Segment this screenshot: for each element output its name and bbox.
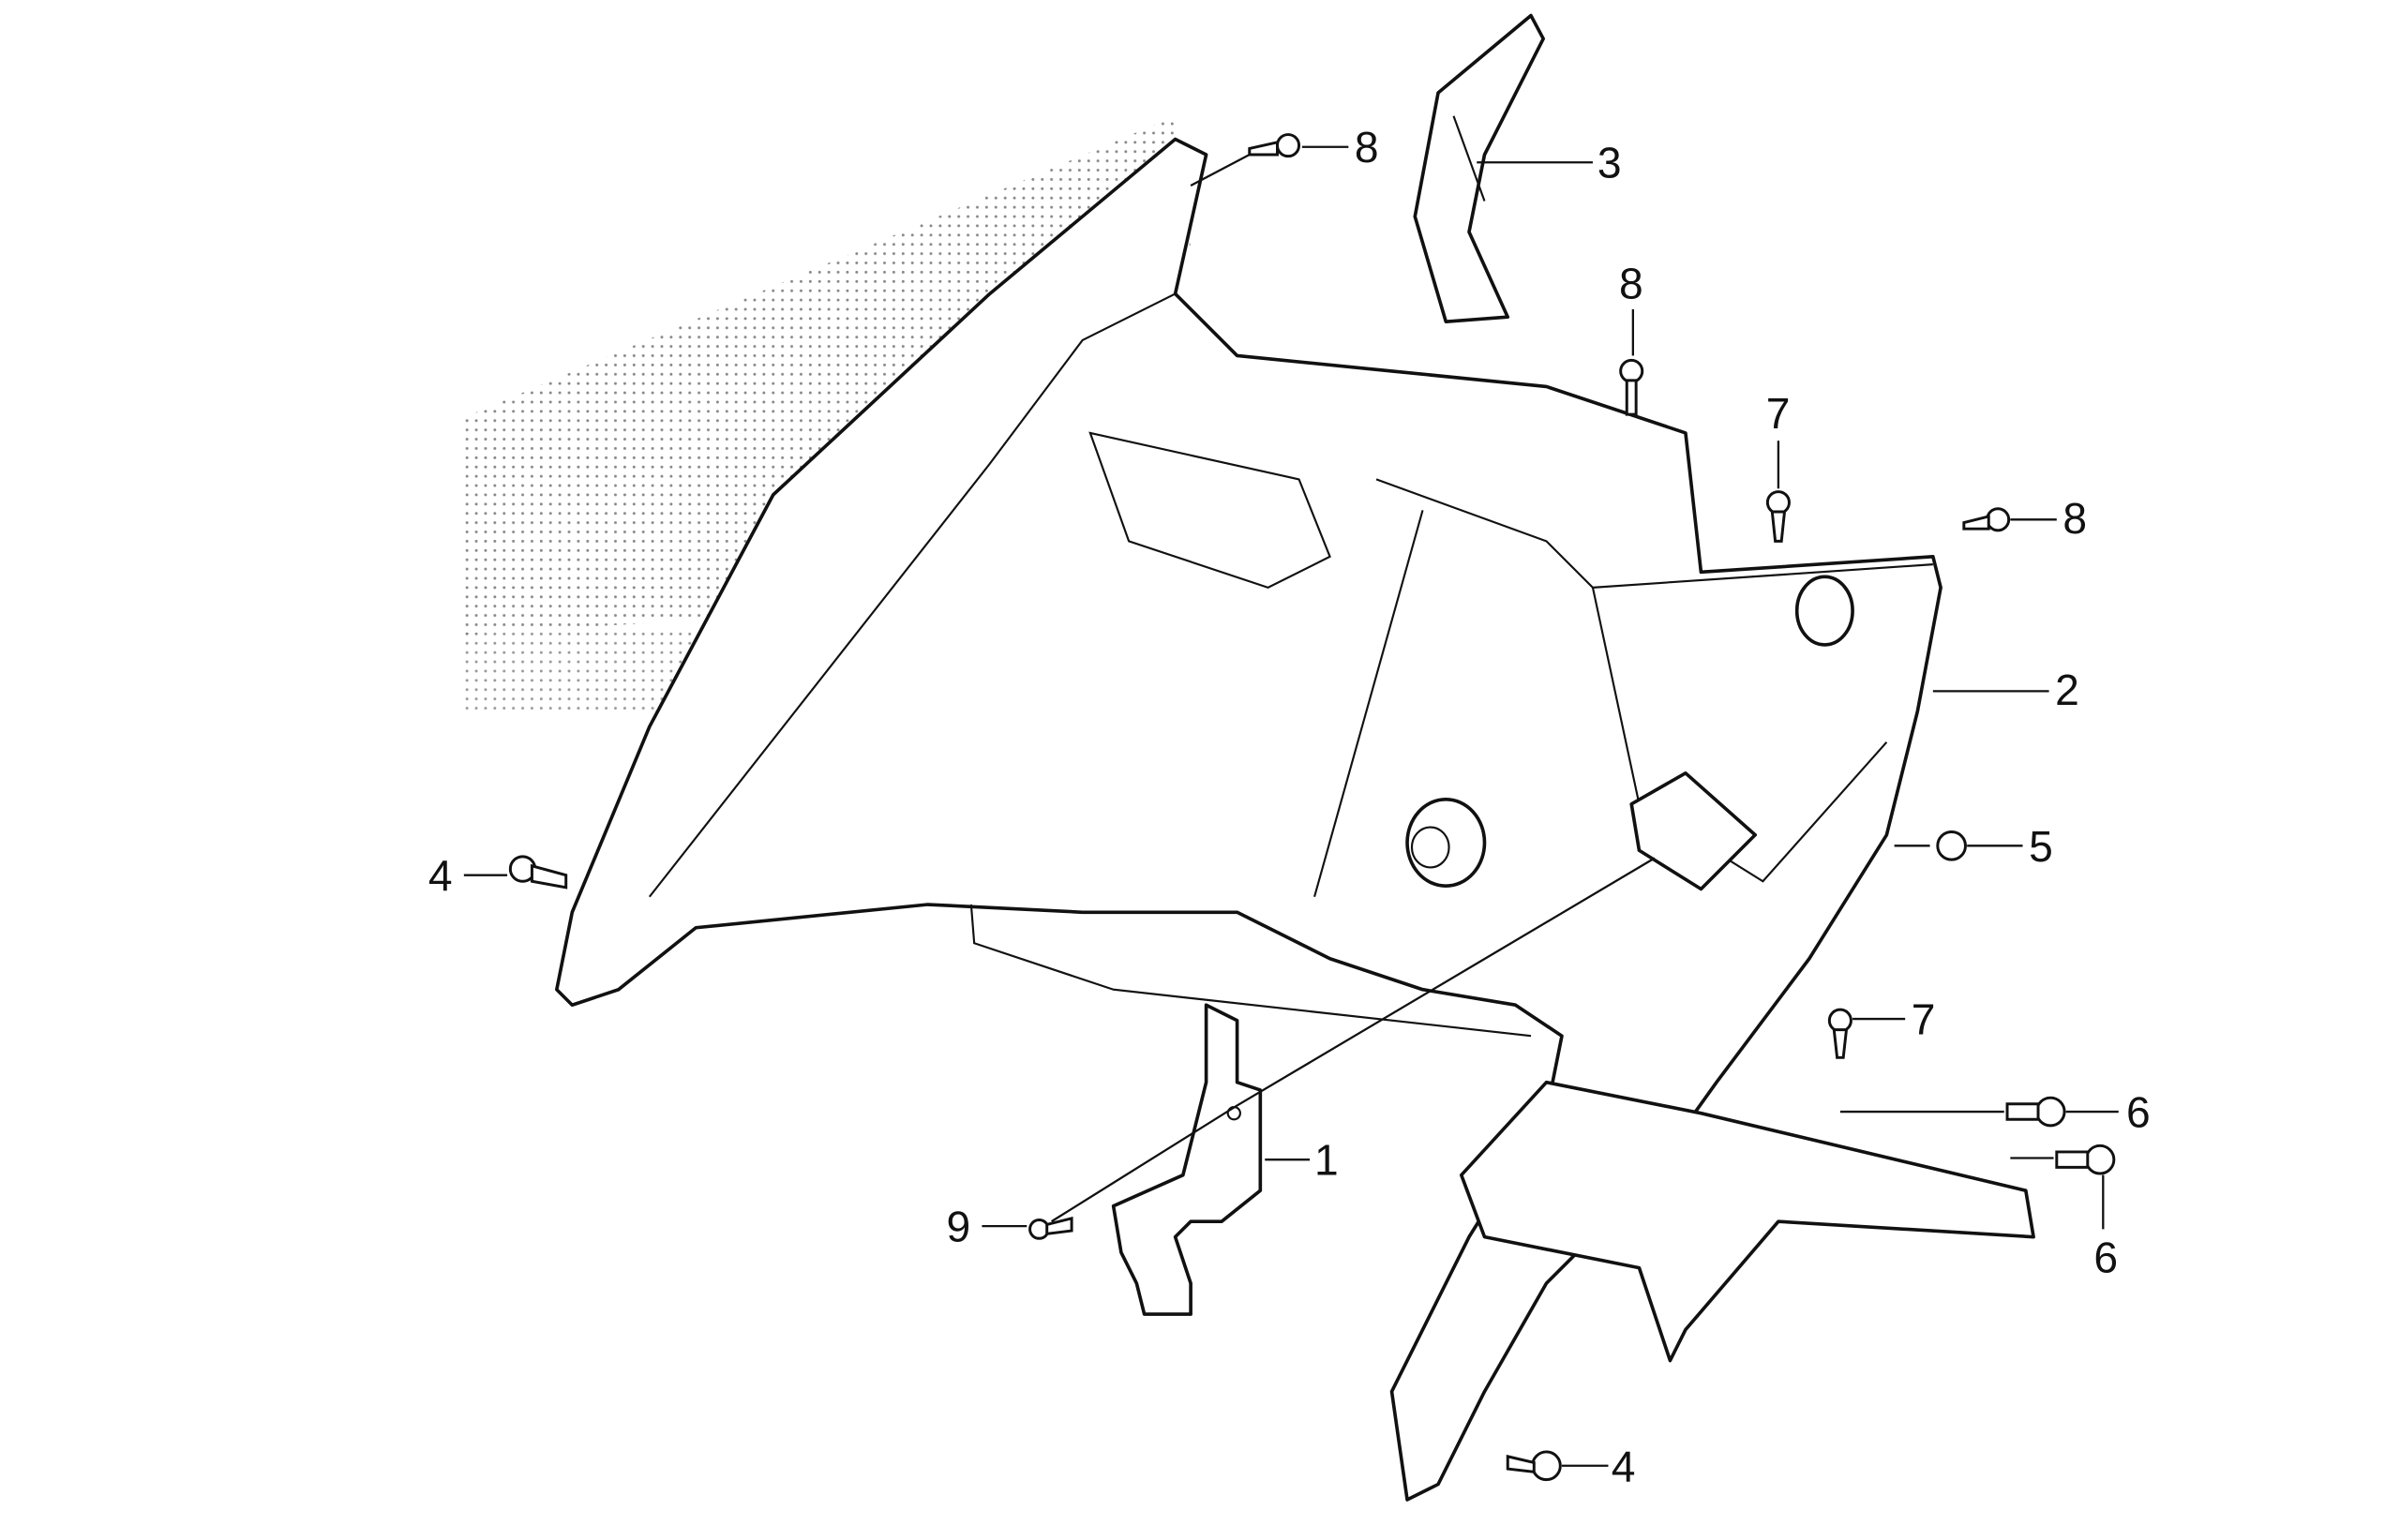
callout-3: 3 [1598,139,1622,187]
bolt-6b-icon [2084,1144,2116,1175]
callout-4: 4 [428,851,453,900]
bolt-6a-icon [2034,1096,2066,1128]
screw-8c-icon [1986,507,2011,532]
callout-9: 9 [946,1203,970,1251]
callout-6: 6 [2093,1233,2118,1282]
callout-4: 4 [1612,1442,1636,1490]
clip-7a-icon [1765,490,1791,516]
callout-2: 2 [2055,665,2079,714]
callout-5: 5 [2029,822,2053,871]
nut-5-icon [1936,830,1967,861]
callout-6: 6 [2126,1088,2151,1137]
part-1-bracket [1111,1003,1263,1316]
part-2-inner-cover [554,137,2035,1502]
screw-8b-icon [1619,358,1644,383]
leader-lines [463,145,2119,1467]
screw-8a-icon [1275,133,1301,158]
callout-7: 7 [1766,389,1791,438]
bolt-4b-icon [1531,1450,1562,1482]
callout-1: 1 [1314,1136,1339,1185]
part-3-trim-piece [1413,13,1545,323]
callout-8: 8 [2062,494,2087,543]
clip-7b-icon [1827,1008,1852,1033]
fasteners [508,133,2116,1482]
callout-7: 7 [1912,995,1936,1044]
callout-8: 8 [1619,259,1643,307]
callout-8: 8 [1355,123,1379,172]
callouts: 8 3 8 7 8 2 5 4 7 6 1 9 6 4 [428,123,2151,1490]
